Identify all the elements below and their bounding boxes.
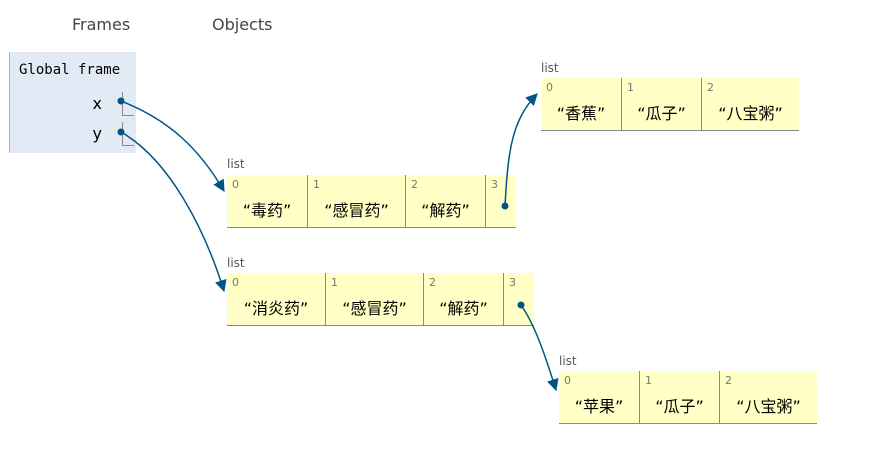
list-value: “解药” [421,201,470,220]
list-object: 0“香蕉” 1“瓜子” 2 “八宝粥” [541,78,799,131]
var-pointer-slot-y [122,122,134,146]
list-index: 0 [546,81,553,94]
list-value: “八宝粥” [736,397,801,416]
list-object: 0 “消炎药” 1 “感冒药” 2“解药” 3 [227,273,534,326]
list-object: 0“毒药” 1 “感冒药” 2“解药” 3 [227,175,516,228]
list-cell: 2 “八宝粥” [701,78,799,130]
list-label: list [559,354,577,368]
var-row-x: x [10,92,136,116]
list-cell: 3 [485,175,516,227]
list-cell: 1 “感冒药” [307,175,405,227]
list-cell: 1“瓜子” [621,78,701,130]
list-index: 2 [707,81,714,94]
var-row-y: y [10,122,136,146]
list-value: “解药” [439,299,488,318]
list-cell: 2“解药” [405,175,485,227]
list-value: “感冒药” [324,201,389,220]
list-value: “瓜子” [637,104,686,123]
list-value: “瓜子” [655,397,704,416]
frame-title: Global frame [19,62,121,78]
list-label: list [227,157,245,171]
list-cell: 1“瓜子” [639,371,719,423]
frames-header: Frames [72,15,131,34]
list-cell: 0“苹果” [559,371,639,423]
list-value: “苹果” [574,397,624,416]
list-index: 0 [564,374,571,387]
list-index: 3 [509,276,516,289]
list-value: “八宝粥” [718,104,783,123]
list-label: list [541,61,559,75]
list-index: 1 [645,374,652,387]
list-label: list [227,256,245,270]
list-index: 2 [411,178,418,191]
global-frame: Global frame x y [9,52,136,153]
list-value: “毒药” [242,201,292,220]
var-pointer-slot-x [122,92,134,116]
list-cell: 0 “消炎药” [227,273,325,325]
list-index: 1 [313,178,320,191]
list-index: 2 [725,374,732,387]
var-name-y: y [92,124,102,143]
list-cell: 0“香蕉” [541,78,621,130]
pointer-arrow-y [120,131,227,293]
list-index: 0 [232,276,239,289]
list-cell: 1 “感冒药” [325,273,423,325]
list-index: 1 [627,81,634,94]
objects-header: Objects [212,15,273,34]
list-index: 3 [491,178,498,191]
list-object: 0“苹果” 1“瓜子” 2 “八宝粥” [559,371,817,424]
list-cell: 3 [503,273,534,325]
list-index: 0 [232,178,239,191]
list-cell: 2 “八宝粥” [719,371,817,423]
list-index: 1 [331,276,338,289]
list-value: “消炎药” [243,299,309,318]
list-value: “香蕉” [556,104,606,123]
pointer-arrow-x [120,100,225,193]
var-name-x: x [92,94,102,113]
list-cell: 0“毒药” [227,175,307,227]
list-value: “感冒药” [342,299,407,318]
list-cell: 2“解药” [423,273,503,325]
list-index: 2 [429,276,436,289]
